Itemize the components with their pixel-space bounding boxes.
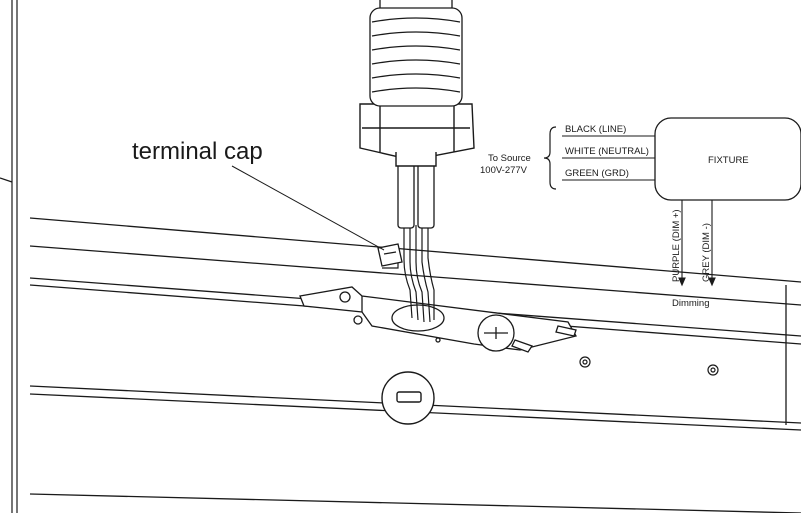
wiring-schematic: To Source 100V-277V BLACK (LINE) WHITE (… [480, 117, 801, 309]
source-voltage: 100V-277V [480, 165, 528, 176]
source-label: To Source [488, 153, 531, 164]
mounting-bracket [299, 286, 577, 353]
fixture-label: FIXTURE [708, 155, 749, 166]
flexible-conduit [369, 0, 463, 107]
dim-minus-label: GREY (DIM -) [701, 223, 712, 282]
callout-leader [231, 165, 385, 251]
wall-edge [0, 0, 18, 513]
knockout-plug [381, 371, 435, 425]
dim-plus-label: PURPLE (DIM +) [671, 209, 682, 282]
terminal-cap [377, 243, 403, 267]
wire-label-black: BLACK (LINE) [565, 124, 626, 135]
wire-label-white: WHITE (NEUTRAL) [565, 146, 649, 157]
fixture-box [654, 117, 801, 201]
housing-screws [579, 356, 719, 376]
wire-label-green: GREEN (GRD) [565, 168, 629, 179]
dimming-label: Dimming [672, 298, 709, 309]
callout-terminal-cap: terminal cap [132, 138, 263, 165]
source-brace [543, 126, 557, 190]
conduit-nut [359, 103, 475, 167]
